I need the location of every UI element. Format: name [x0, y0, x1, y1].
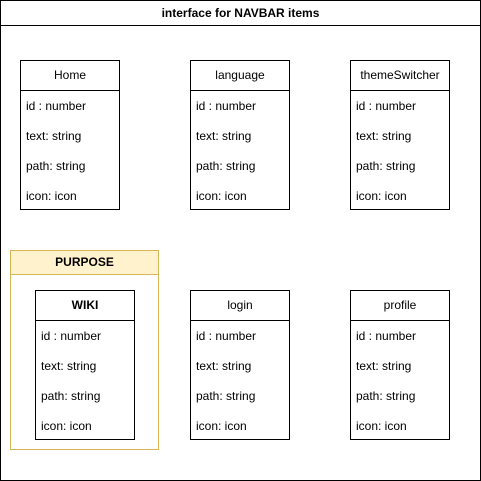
entity-language-field-path: path: string	[196, 159, 256, 173]
entity-wiki-field-id: id : number	[41, 329, 102, 343]
entity-wiki-field-path: path: string	[41, 389, 101, 403]
entity-wiki-field-icon: icon: icon	[41, 419, 92, 433]
entity-language-field-text: text: string	[196, 129, 252, 143]
diagram-title: interface for NAVBAR items	[1, 1, 480, 26]
entity-home-title: Home	[21, 61, 119, 91]
entity-home-field-path: path: string	[26, 159, 86, 173]
entity-login-field-id: id : number	[196, 329, 257, 343]
entity-theme-switcher-title: themeSwitcher	[351, 61, 449, 91]
entity-wiki-title: WIKI	[36, 291, 134, 321]
entity-login-field-icon: icon: icon	[196, 419, 247, 433]
entity-login-field-path: path: string	[196, 389, 256, 403]
purpose-group: PURPOSE	[10, 250, 159, 450]
entity-wiki: WIKI id : number text: string path: stri…	[35, 290, 135, 440]
entity-language: language id : number text: string path: …	[190, 60, 290, 210]
entity-profile-field-text: text: string	[356, 359, 412, 373]
entity-home: Home id : number text: string path: stri…	[20, 60, 120, 210]
entity-theme-switcher-field-icon: icon: icon	[356, 189, 407, 203]
purpose-group-label: PURPOSE	[11, 251, 158, 275]
entity-home-field-id: id : number	[26, 99, 87, 113]
entity-language-field-id: id : number	[196, 99, 257, 113]
entity-login: login id : number text: string path: str…	[190, 290, 290, 440]
entity-theme-switcher-field-text: text: string	[356, 129, 412, 143]
entity-theme-switcher: themeSwitcher id : number text: string p…	[350, 60, 450, 210]
entity-profile-field-path: path: string	[356, 389, 416, 403]
entity-wiki-field-text: text: string	[41, 359, 97, 373]
entity-profile: profile id : number text: string path: s…	[350, 290, 450, 440]
entity-profile-field-id: id : number	[356, 329, 417, 343]
entity-theme-switcher-field-path: path: string	[356, 159, 416, 173]
entity-profile-field-icon: icon: icon	[356, 419, 407, 433]
entity-login-title: login	[191, 291, 289, 321]
entity-language-title: language	[191, 61, 289, 91]
entity-login-field-text: text: string	[196, 359, 252, 373]
entity-home-field-icon: icon: icon	[26, 189, 77, 203]
entity-theme-switcher-field-id: id : number	[356, 99, 417, 113]
entity-home-field-text: text: string	[26, 129, 82, 143]
entity-profile-title: profile	[351, 291, 449, 321]
entity-language-field-icon: icon: icon	[196, 189, 247, 203]
